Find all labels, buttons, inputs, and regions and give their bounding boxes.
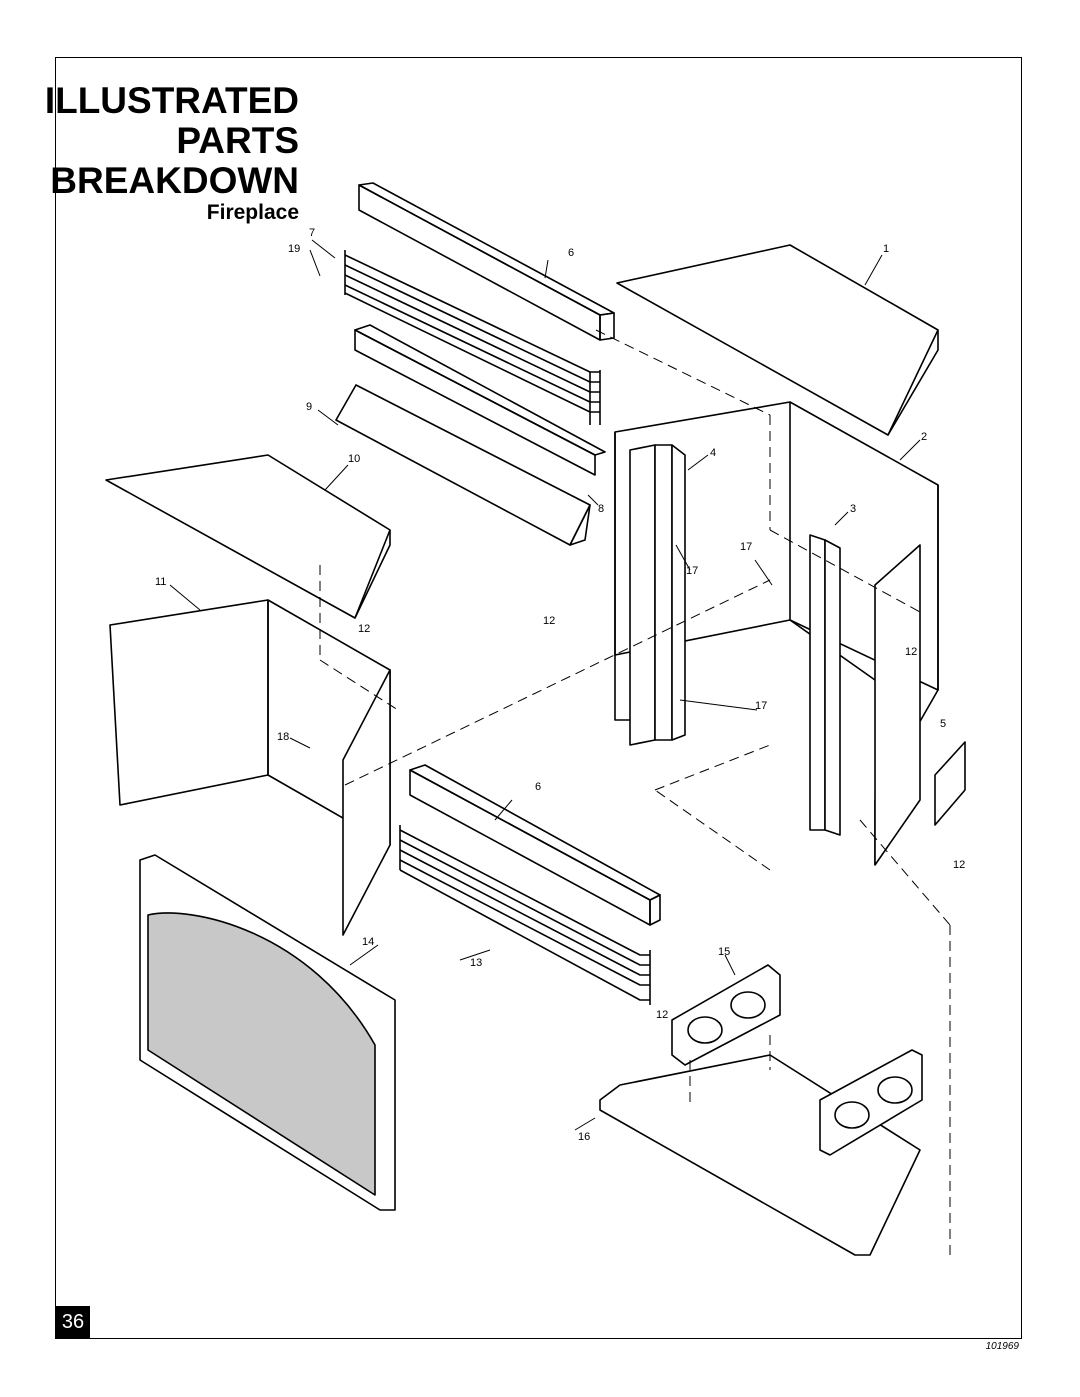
base-vent-frame — [819, 1049, 923, 1156]
right-side-panel — [874, 544, 921, 866]
page-frame — [55, 57, 1022, 1339]
callout-3: 3 — [850, 503, 856, 515]
callout-18: 18 — [277, 731, 289, 743]
callout-15: 15 — [718, 946, 730, 958]
callout-10: 10 — [348, 453, 360, 465]
callout-11: 11 — [155, 576, 166, 588]
callout-5: 5 — [940, 718, 946, 730]
callout-12b: 12 — [543, 615, 555, 627]
part-15-vent-frame — [671, 964, 781, 1066]
callout-12c: 12 — [905, 646, 917, 658]
part-13-lower-louver — [399, 825, 651, 1005]
callout-2: 2 — [921, 431, 927, 443]
callout-6b: 6 — [535, 781, 541, 793]
part-1-top-panel — [616, 244, 939, 436]
callout-17b: 17 — [686, 565, 698, 577]
callout-6a: 6 — [568, 247, 574, 259]
callout-4: 4 — [710, 447, 716, 459]
part-9-deflector — [335, 384, 591, 546]
part-4-channel — [629, 444, 686, 746]
part-6-upper-bar — [358, 182, 615, 341]
part-8-bar — [354, 324, 606, 476]
callout-7: 7 — [309, 227, 315, 239]
title-line-3: BREAKDOWN — [50, 160, 299, 201]
document-number: 101969 — [985, 1341, 1019, 1352]
callout-17c: 17 — [755, 700, 767, 712]
callout-14: 14 — [362, 936, 374, 948]
part-3-channel — [809, 534, 841, 836]
part-5-bracket — [934, 741, 966, 826]
page-number: 36 — [56, 1306, 90, 1339]
subtitle: Fireplace — [206, 201, 299, 224]
callout-8: 8 — [598, 503, 604, 515]
callout-16: 16 — [578, 1131, 590, 1143]
part-7-upper-louver — [344, 250, 601, 425]
callout-labels: 1 2 3 4 5 6 6 7 8 9 10 11 12 12 12 12 12… — [155, 227, 965, 1143]
left-side-panel — [342, 669, 391, 936]
callout-9: 9 — [306, 401, 312, 413]
title-line-1: ILLUSTRATED — [44, 80, 299, 121]
callout-1: 1 — [883, 243, 889, 255]
callout-12a: 12 — [358, 623, 370, 635]
callout-19: 19 — [288, 243, 300, 255]
part-10-top-panel — [105, 454, 391, 619]
part-14-screen — [139, 854, 396, 1211]
title-line-2: PARTS — [176, 120, 299, 161]
part-2-back-box — [614, 401, 939, 865]
callout-13: 13 — [470, 957, 482, 969]
callout-12e: 12 — [656, 1009, 668, 1021]
part-6-lower-bar — [409, 764, 661, 926]
callout-17a: 17 — [740, 541, 752, 553]
callout-12d: 12 — [953, 859, 965, 871]
